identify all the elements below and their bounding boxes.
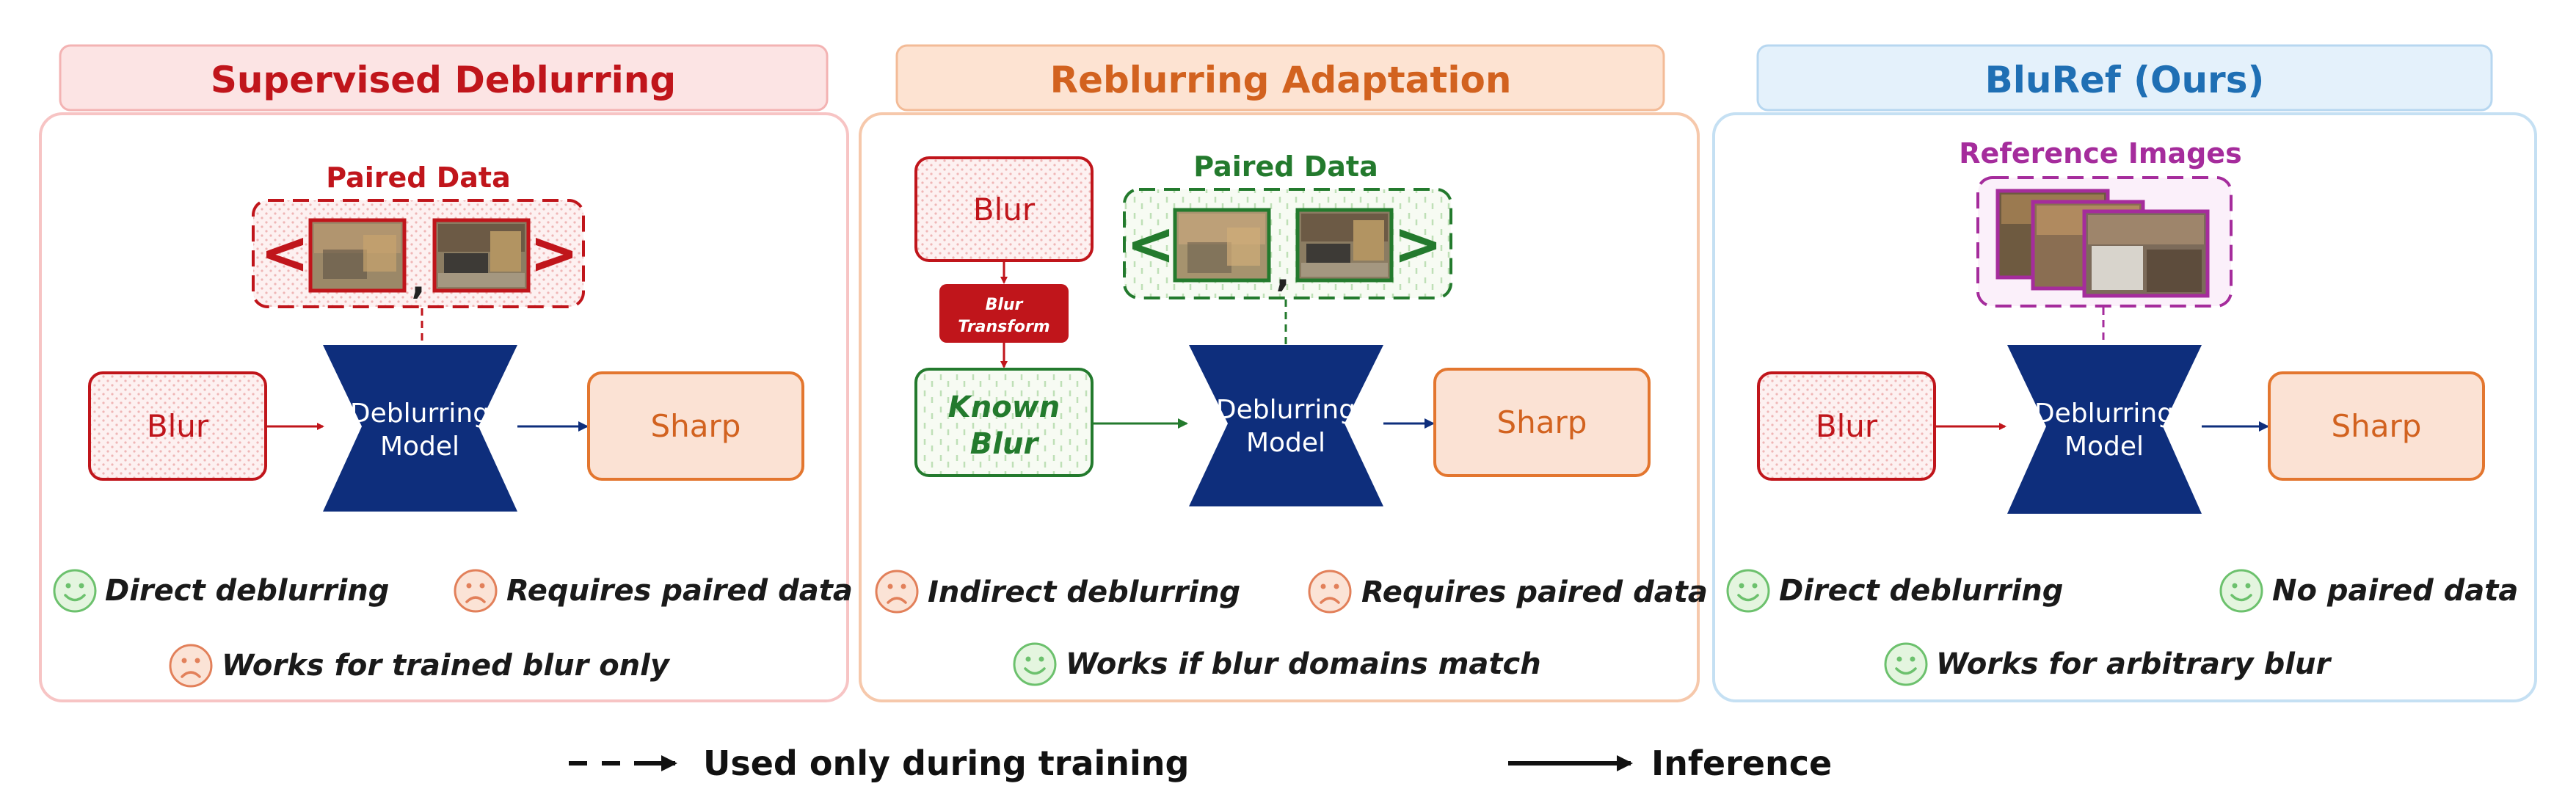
right-chevron-icon: > xyxy=(529,219,578,287)
paired-comma: , xyxy=(412,260,426,302)
reference-images-label: Reference Images xyxy=(1959,137,2241,170)
paired-sharp-thumbnail xyxy=(432,218,531,293)
panel-3-note-1: Direct deblurring xyxy=(1779,574,2063,608)
happy-face-icon xyxy=(1884,642,1928,686)
panel-1-sharp-box xyxy=(587,371,804,481)
panel-3-sharp-label: Sharp xyxy=(2332,408,2422,444)
sad-face-icon xyxy=(169,644,213,688)
panel-2-title: Reblurring Adaptation xyxy=(1050,59,1512,101)
blur-transform-box xyxy=(939,284,1069,343)
panel-1-model-hourglass xyxy=(323,345,517,512)
sad-face-icon xyxy=(875,570,919,614)
panel-1-blur-label: Blur xyxy=(147,408,209,444)
sad-face-icon xyxy=(454,569,498,613)
panel-3-note-2: No paired data xyxy=(2272,574,2518,608)
known-blur-label-2: Blur xyxy=(970,427,1040,461)
happy-face-icon xyxy=(1726,569,1770,613)
panel-supervised: Supervised Deblurring Paired Data < , > … xyxy=(39,44,853,702)
panel-1-header-box xyxy=(59,44,829,112)
known-blur-label-1: Known xyxy=(948,390,1060,424)
panel-2-model-label-2: Model xyxy=(1246,428,1325,458)
right-chevron-icon: > xyxy=(1393,210,1442,278)
panel-2-sharp-box xyxy=(1433,368,1651,477)
panel-1-note-1: Direct deblurring xyxy=(105,574,389,608)
panel-1-model-label-2: Model xyxy=(380,432,459,462)
panel-2-model-hourglass xyxy=(1189,345,1383,506)
panel-3-header-box xyxy=(1756,44,2493,112)
panel-2-paired-data-label: Paired Data xyxy=(1193,150,1378,183)
panel-1-note-3: Works for trained blur only xyxy=(222,649,671,683)
panel-bluref: BluRef (Ours) Reference Images Blur Debl… xyxy=(1712,44,2537,702)
sad-face-icon xyxy=(1308,570,1352,614)
panel-1-paired-data-label: Paired Data xyxy=(326,161,510,194)
panel-3-model-label-1: Deblurring xyxy=(2034,399,2174,429)
paired-blur-thumbnail xyxy=(1173,208,1271,283)
paired-sharp-thumbnail xyxy=(1295,208,1394,283)
panel-2-note-2: Requires paired data xyxy=(1361,575,1708,609)
legend-inference-label: Inference xyxy=(1651,743,1832,783)
panel-2-header-box xyxy=(895,44,1665,112)
panel-1-sharp-label: Sharp xyxy=(651,408,741,444)
panel-1-note-2: Requires paired data xyxy=(506,574,853,608)
legend-training-label: Used only during training xyxy=(703,743,1190,783)
panel-3-blur-label: Blur xyxy=(1816,408,1878,444)
left-chevron-icon: < xyxy=(1126,210,1175,278)
paired-blur-thumbnail xyxy=(308,218,407,293)
happy-face-icon xyxy=(2219,569,2263,613)
panel-3-note-3: Works for arbitrary blur xyxy=(1936,647,2332,681)
left-chevron-icon: < xyxy=(260,219,309,287)
blur-transform-label-2: Transform xyxy=(958,318,1050,336)
panel-2-note-3: Works if blur domains match xyxy=(1066,647,1541,681)
panel-1-title: Supervised Deblurring xyxy=(211,59,676,101)
panel-3-model-label-2: Model xyxy=(2064,432,2144,462)
happy-face-icon xyxy=(1013,642,1057,686)
reference-image-stack xyxy=(1995,189,2210,298)
happy-face-icon xyxy=(53,569,97,613)
panel-2-model-label-1: Deblurring xyxy=(1216,395,1356,425)
legend: Used only during training Inference xyxy=(569,743,1832,783)
panel-2-sharp-label: Sharp xyxy=(1497,404,1587,440)
panel-reblurring: Reblurring Adaptation Blur Blur Transfor… xyxy=(859,44,1708,702)
panel-2-note-1: Indirect deblurring xyxy=(928,575,1240,609)
blur-transform-label-1: Blur xyxy=(986,296,1024,314)
panel-1-model-label-1: Deblurring xyxy=(350,399,490,429)
panel-2-blur-source-label: Blur xyxy=(973,192,1036,228)
paired-comma: , xyxy=(1276,252,1290,295)
panel-3-title: BluRef (Ours) xyxy=(1985,59,2265,101)
panel-3-sharp-box xyxy=(2268,371,2485,481)
panel-3-model-hourglass xyxy=(2007,345,2202,514)
